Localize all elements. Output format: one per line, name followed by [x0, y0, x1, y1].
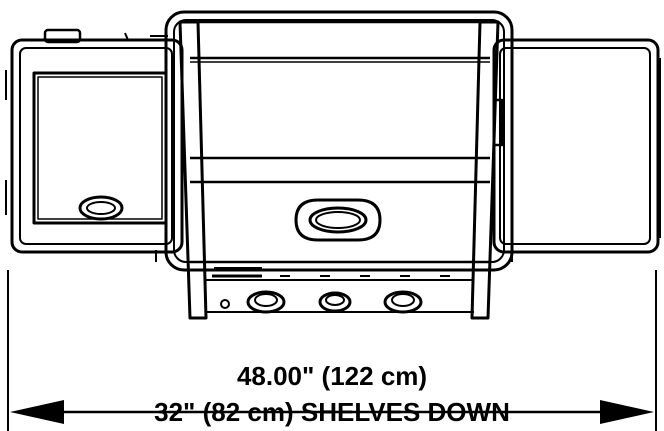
- right-side-shelf: [492, 38, 661, 254]
- side-door-handle: [78, 195, 124, 221]
- dimension-line: [7, 270, 657, 431]
- overall-width-label: 48.00" (122 cm): [237, 361, 427, 391]
- grill-hood: [164, 10, 514, 272]
- left-side-shelf: [5, 28, 184, 254]
- control-knob-right: [383, 290, 423, 314]
- dimension-arrowheads: [10, 400, 654, 424]
- hood-handle: [294, 198, 382, 242]
- control-panel: [205, 267, 474, 313]
- side-burner-door: [32, 71, 168, 225]
- control-knob-center: [318, 291, 352, 313]
- shelves-down-width-label: 32" (82 cm) SHELVES DOWN: [154, 397, 510, 427]
- hood-front-panel: [178, 20, 500, 320]
- body-side-trim: [155, 250, 513, 262]
- control-knob-left: [246, 290, 286, 314]
